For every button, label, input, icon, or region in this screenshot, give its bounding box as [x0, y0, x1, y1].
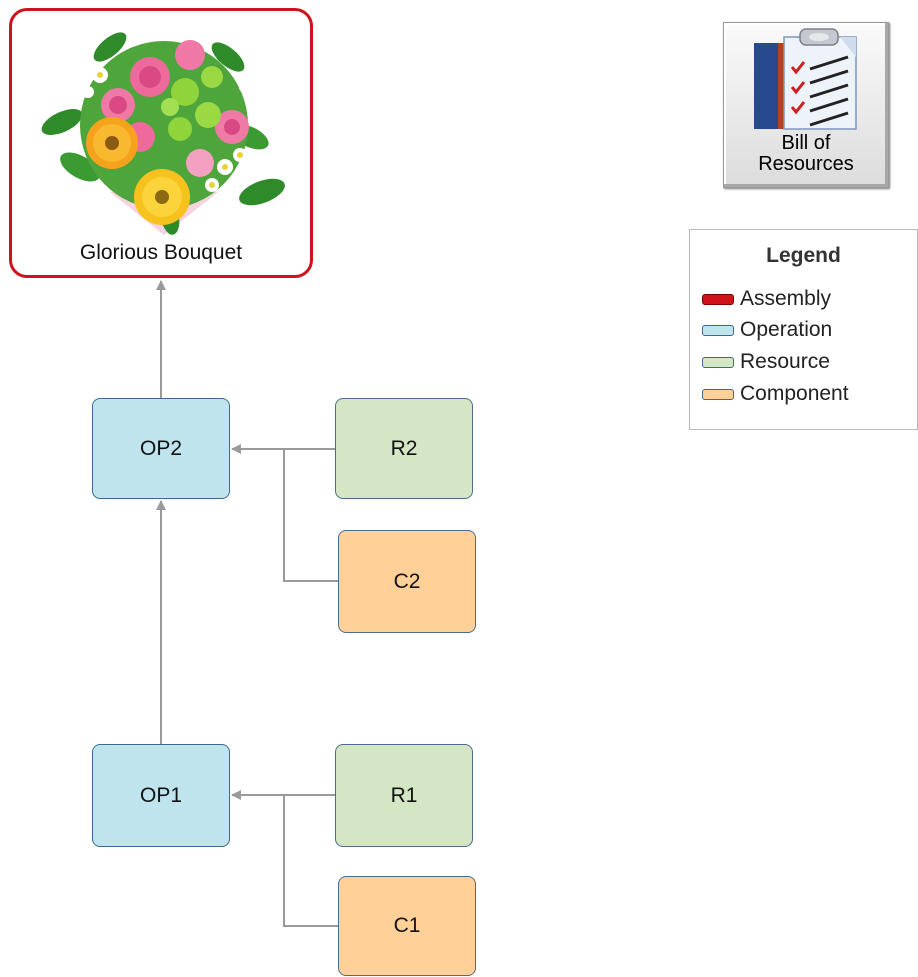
component-node-c2[interactable]: C2: [338, 530, 476, 633]
operation-node-op1[interactable]: OP1: [92, 744, 230, 847]
bill-of-resources-label: Bill of Resources: [724, 133, 888, 175]
legend-item-resource: Resource: [702, 350, 830, 374]
component-node-c1[interactable]: C1: [338, 876, 476, 976]
connector-c2-to-op2: [283, 449, 338, 582]
clipboard-checklist-icon: [754, 28, 857, 130]
operation-node-op2[interactable]: OP2: [92, 398, 230, 499]
legend-swatch-resource: [702, 356, 734, 368]
legend-label-component: Component: [740, 382, 849, 405]
assembly-node[interactable]: Glorious Bouquet: [9, 8, 313, 278]
operation-node-op2-label: OP2: [139, 436, 183, 460]
component-node-c2-label: C2: [393, 569, 421, 593]
legend: Legend Assembly Operation Resource Compo…: [689, 229, 918, 430]
bouquet-image: [41, 32, 285, 235]
legend-label-operation: Operation: [740, 318, 833, 341]
legend-item-assembly: Assembly: [702, 287, 831, 311]
legend-swatch-operation: [702, 324, 734, 336]
resource-node-r2[interactable]: R2: [335, 398, 473, 499]
legend-title: Legend: [766, 244, 841, 267]
legend-swatch-assembly: [702, 293, 734, 305]
legend-item-component: Component: [702, 382, 849, 406]
bill-of-resources-label-line2: Resources: [758, 153, 854, 175]
connector-c1-to-op1: [283, 795, 338, 927]
component-node-c1-label: C1: [393, 914, 421, 937]
operation-node-op1-label: OP1: [139, 783, 183, 807]
assembly-label: Glorious Bouquet: [79, 241, 243, 264]
resource-node-r1[interactable]: R1: [335, 744, 473, 847]
legend-swatch-component: [702, 388, 734, 400]
legend-label-resource: Resource: [740, 350, 830, 373]
legend-label-assembly: Assembly: [740, 287, 832, 310]
resource-node-r2-label: R2: [390, 436, 418, 460]
bill-of-resources-label-line1: Bill of: [781, 132, 831, 154]
bill-of-resources-button[interactable]: Bill of Resources: [723, 22, 889, 188]
resource-node-r1-label: R1: [390, 783, 418, 807]
legend-item-operation: Operation: [702, 318, 832, 342]
